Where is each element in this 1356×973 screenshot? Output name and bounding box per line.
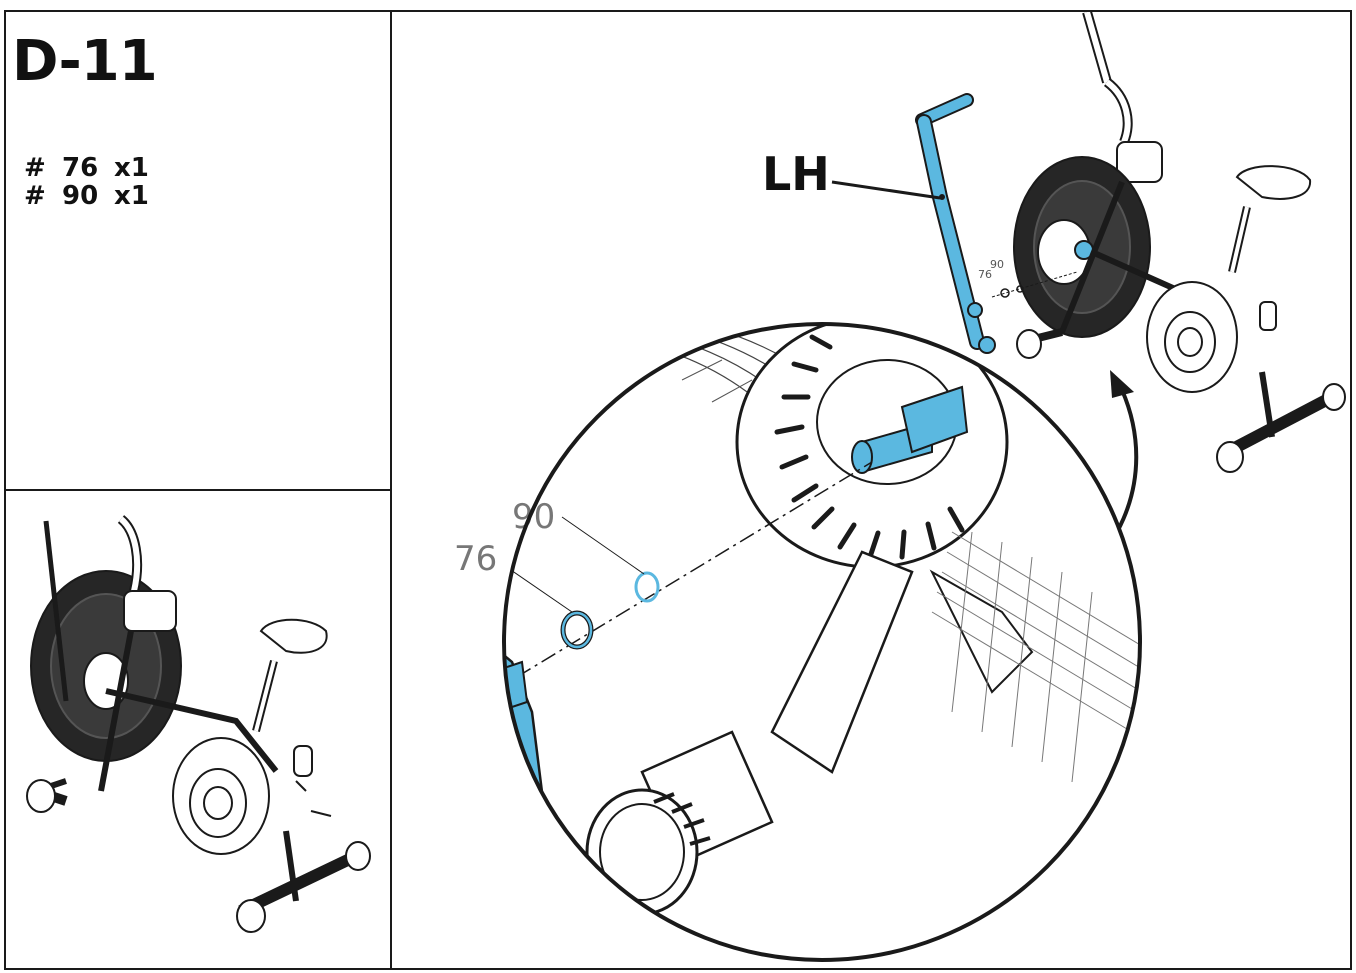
exercise-bike-illustration: [1013, 12, 1346, 473]
washer-icon: [634, 571, 660, 603]
part-number: 90: [62, 181, 99, 211]
assembled-preview-panel: [4, 489, 392, 970]
washer-label-a: 76: [454, 539, 497, 579]
handle-arm-illustration: [915, 93, 996, 354]
part-row: # 90 x1: [24, 182, 149, 210]
exercise-bike-illustration: [26, 515, 371, 933]
washer-small-label-a: 76: [978, 268, 992, 281]
part-row: # 76 x1: [24, 154, 149, 182]
part-number: 76: [62, 153, 99, 183]
step-title: D-11: [12, 29, 158, 94]
washer-icon: [991, 271, 1078, 298]
assembly-diagram: LH 76 90: [454, 12, 1346, 962]
part-qty: x1: [114, 181, 149, 211]
step-info-panel: D-11 # 76 x1 # 90 x1: [4, 10, 392, 491]
part-hash: #: [24, 181, 46, 211]
parts-list: # 76 x1 # 90 x1: [24, 154, 149, 210]
zoom-circle: [502, 322, 1142, 962]
part-qty: x1: [114, 153, 149, 183]
zoom-detail: [504, 324, 1140, 960]
assembly-diagram-panel: LH 76 90: [390, 10, 1352, 970]
washer-label-b: 90: [512, 497, 555, 537]
part-hash: #: [24, 153, 46, 183]
handle-label: LH: [762, 147, 830, 201]
washer-small-label-b: 90: [990, 258, 1004, 271]
lh-leader-line: [831, 180, 941, 200]
